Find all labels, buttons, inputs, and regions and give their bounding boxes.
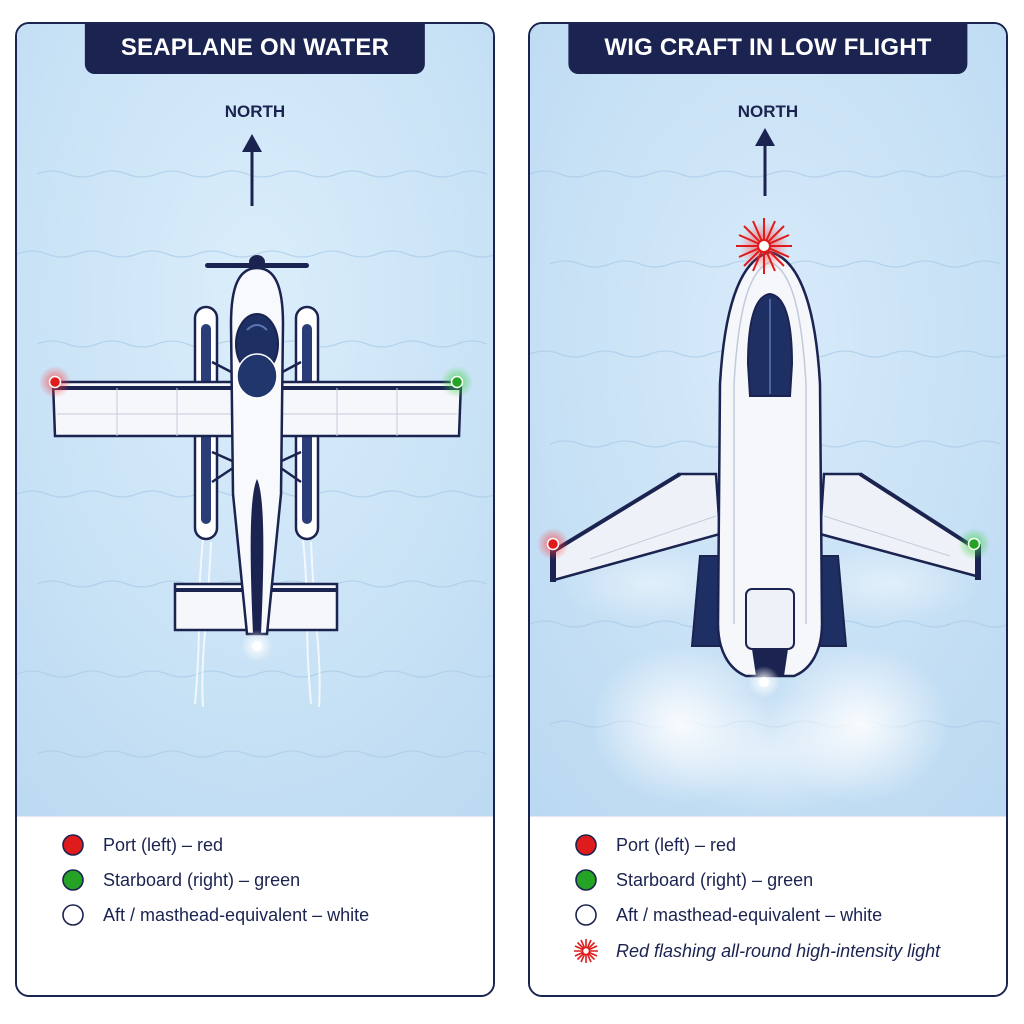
legend-item-port: Port (left) – red <box>61 830 223 860</box>
legend-item-starboard: Starboard (right) – green <box>574 865 813 895</box>
north-arrow-icon <box>242 134 262 206</box>
port-light-red <box>39 366 71 398</box>
aft-light-white <box>241 630 273 662</box>
legend-label: Starboard (right) – green <box>103 869 301 890</box>
white-circle-icon <box>62 904 84 926</box>
wig-craft-panel: WIG CRAFT IN LOW FLIGHT NORTH Port (left… <box>528 22 1008 997</box>
red-circle-icon <box>62 834 84 856</box>
legend-label: Port (left) – red <box>103 834 224 855</box>
white-circle-icon <box>575 904 597 926</box>
port-light-red <box>537 528 569 560</box>
legend-item-flashing: Red flashing all-round high-intensity li… <box>574 936 940 966</box>
red-starburst-icon <box>574 939 598 963</box>
starboard-light-green <box>958 528 990 560</box>
legend-label: Starboard (right) – green <box>616 869 814 890</box>
compass-label: NORTH <box>737 102 799 121</box>
legend-label: Red flashing all-round high-intensity li… <box>616 940 941 961</box>
panel-title: SEAPLANE ON WATER <box>84 24 426 74</box>
legend-item-port: Port (left) – red <box>574 830 736 860</box>
legend-label: Port (left) – red <box>616 834 737 855</box>
red-circle-icon <box>575 834 597 856</box>
legend: Port (left) – red Starboard (right) – gr… <box>530 816 1006 995</box>
seaplane-panel: SEAPLANE ON WATER NORTH Port (left) – re… <box>15 22 495 997</box>
green-circle-icon <box>62 869 84 891</box>
north-arrow-icon <box>755 128 775 196</box>
wig-craft-illustration <box>530 24 1006 816</box>
seaplane-illustration <box>17 24 493 816</box>
starboard-light-green <box>441 366 473 398</box>
panel-title: WIG CRAFT IN LOW FLIGHT <box>568 24 968 74</box>
green-circle-icon <box>575 869 597 891</box>
flashing-light-starburst <box>736 218 792 274</box>
wig-craft-scene <box>530 24 1006 816</box>
legend-label: Aft / masthead-equivalent – white <box>103 904 370 925</box>
aft-light-white <box>748 666 780 698</box>
legend-item-aft: Aft / masthead-equivalent – white <box>574 900 882 930</box>
legend-item-aft: Aft / masthead-equivalent – white <box>61 900 369 930</box>
legend-label: Aft / masthead-equivalent – white <box>616 904 883 925</box>
fuselage <box>716 250 824 678</box>
legend: Port (left) – red Starboard (right) – gr… <box>17 816 493 995</box>
propeller-icon <box>205 255 309 269</box>
legend-item-starboard: Starboard (right) – green <box>61 865 300 895</box>
compass-label: NORTH <box>224 102 286 121</box>
seaplane-scene <box>17 24 493 816</box>
